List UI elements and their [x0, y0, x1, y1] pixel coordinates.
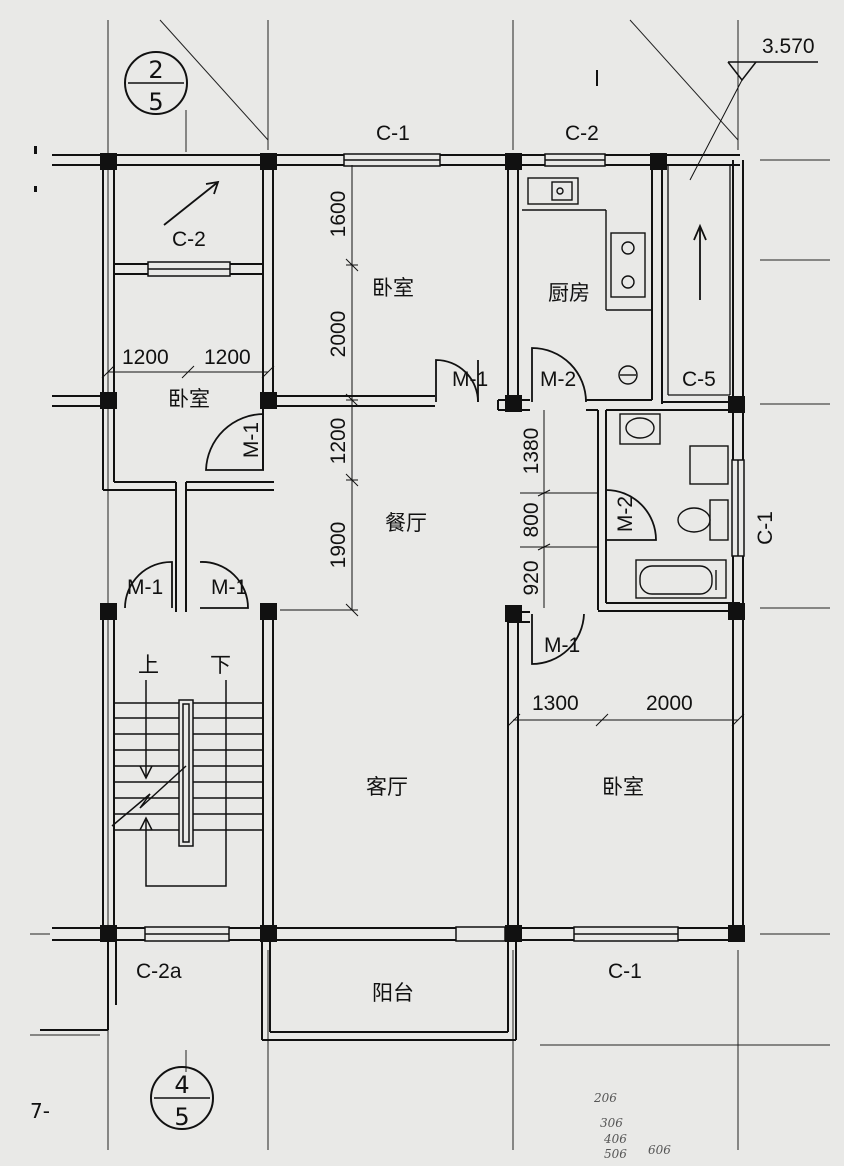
toilet-tank-icon [689, 445, 729, 485]
elevation-value: 3.570 [762, 35, 815, 58]
door-code-m1-stair-right: M-1 [211, 576, 247, 599]
pencil-note-4: 506 [604, 1147, 627, 1161]
door-code-m2-bath: M-2 [614, 496, 637, 532]
door-code-m2-kitchen: M-2 [540, 368, 576, 391]
dim-1200-horizontal-right: 1200 [204, 346, 251, 369]
axis-sheet-5: 5 [148, 88, 163, 116]
window-code-c1-bottom: C-1 [608, 960, 642, 983]
window-openings [144, 153, 745, 942]
dim-1200-vertical: 1200 [327, 418, 350, 465]
door-swings [124, 347, 657, 665]
toilet-icon [677, 507, 711, 533]
door-m1-bedroom-top[interactable] [435, 359, 479, 403]
window-code-c2a-bottom: C-2a [136, 960, 182, 983]
door-m1-bedroom-right[interactable] [531, 613, 585, 665]
dim-1900: 1900 [327, 522, 350, 569]
room-label-balcony: 阳台 [372, 981, 414, 1005]
dim-2000-horizontal: 2000 [646, 692, 693, 715]
room-label-kitchen: 厨房 [548, 281, 590, 305]
pencil-note-1: 206 [593, 1091, 617, 1105]
door-m1-stair-right[interactable] [199, 561, 249, 609]
kitchen-fixtures [522, 177, 652, 385]
window-code-c1-right: C-1 [754, 511, 777, 545]
door-m1-stair-left[interactable] [124, 561, 173, 609]
pencil-note-5: 606 [648, 1143, 671, 1157]
bathtub-icon [635, 559, 727, 599]
door-m2-kitchen[interactable] [531, 347, 587, 403]
scan-marks [34, 70, 598, 192]
door-code-m1-bedroom-top: M-1 [452, 368, 488, 391]
stair-down-label: 下 [210, 653, 231, 677]
dim-1200-horizontal-left: 1200 [122, 346, 169, 369]
dim-1380: 1380 [520, 428, 543, 475]
stove-icon [610, 232, 646, 298]
axis-number-2: 2 [148, 56, 163, 84]
window-code-c2-left: C-2 [172, 228, 206, 251]
axis-marker-2-5: 2 5 [124, 51, 188, 116]
room-label-bedroom-right: 卧室 [602, 775, 644, 799]
washbasin-icon [619, 413, 661, 445]
pencil-note-2: 306 [600, 1116, 623, 1130]
door-code-m1-bedroom-right: M-1 [544, 634, 580, 657]
stair-up-label: 上 [138, 653, 159, 677]
room-label-dining: 餐厅 [385, 511, 427, 535]
elevation-mark: 3.570 [689, 35, 818, 181]
dim-800: 800 [520, 502, 543, 537]
dim-1300: 1300 [532, 692, 579, 715]
dim-920: 920 [520, 560, 543, 595]
door-m1-bedroom-left[interactable] [205, 413, 265, 471]
bathroom-fixtures [619, 413, 729, 599]
room-label-bedroom-left: 卧室 [168, 387, 210, 411]
dim-2000-vertical: 2000 [327, 311, 350, 358]
window-code-c5: C-5 [682, 368, 716, 391]
pencil-note-3: 406 [603, 1132, 627, 1146]
room-label-living: 客厅 [366, 775, 408, 799]
page-mark: 7- [30, 1099, 50, 1123]
sink-icon [527, 177, 579, 205]
door-code-m1-stair-left: M-1 [127, 576, 163, 599]
room-label-bedroom-top: 卧室 [372, 276, 414, 300]
dim-1600: 1600 [327, 191, 350, 238]
stair[interactable] [111, 680, 262, 887]
window-code-c2-top: C-2 [565, 122, 599, 145]
direction-arrows [163, 180, 707, 300]
door-m2-bath[interactable] [605, 489, 657, 541]
axis-sheet-5-bottom: 5 [174, 1103, 189, 1131]
dimension-lines [101, 165, 745, 727]
drain-icon [618, 365, 638, 385]
axis-marker-4-5: 4 5 [150, 1066, 214, 1131]
columns [100, 153, 745, 942]
c5-window-frame [667, 165, 731, 396]
window-code-c1-top: C-1 [376, 122, 410, 145]
door-code-m1-bedroom-left: M-1 [240, 422, 263, 458]
axis-number-4: 4 [174, 1071, 189, 1099]
